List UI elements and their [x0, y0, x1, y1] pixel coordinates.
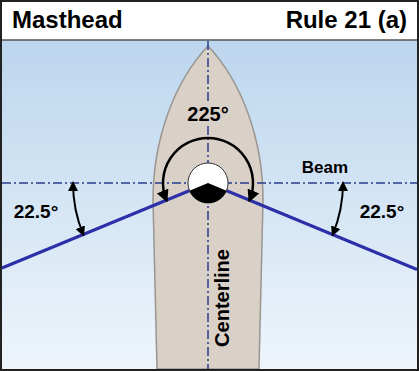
diagram-title: Masthead [12, 7, 123, 33]
centerline-label: Centerline [211, 247, 233, 349]
angle-arrow [333, 183, 343, 235]
water-ground [2, 40, 417, 369]
header-rule [2, 39, 417, 41]
sector-limit-line [2, 183, 208, 268]
sector-limit-line [208, 183, 417, 270]
rule-heading: Rule 21 (a) [286, 7, 407, 33]
angle-arrow [73, 183, 83, 235]
masthead-light [188, 163, 228, 203]
angle-label: 225° [185, 103, 230, 125]
beam-label: Beam [302, 159, 348, 178]
light-shade [190, 183, 227, 203]
angle-label: 22.5° [14, 202, 59, 223]
centerline-line [207, 41, 209, 369]
angle-label: 22.5° [360, 202, 405, 223]
